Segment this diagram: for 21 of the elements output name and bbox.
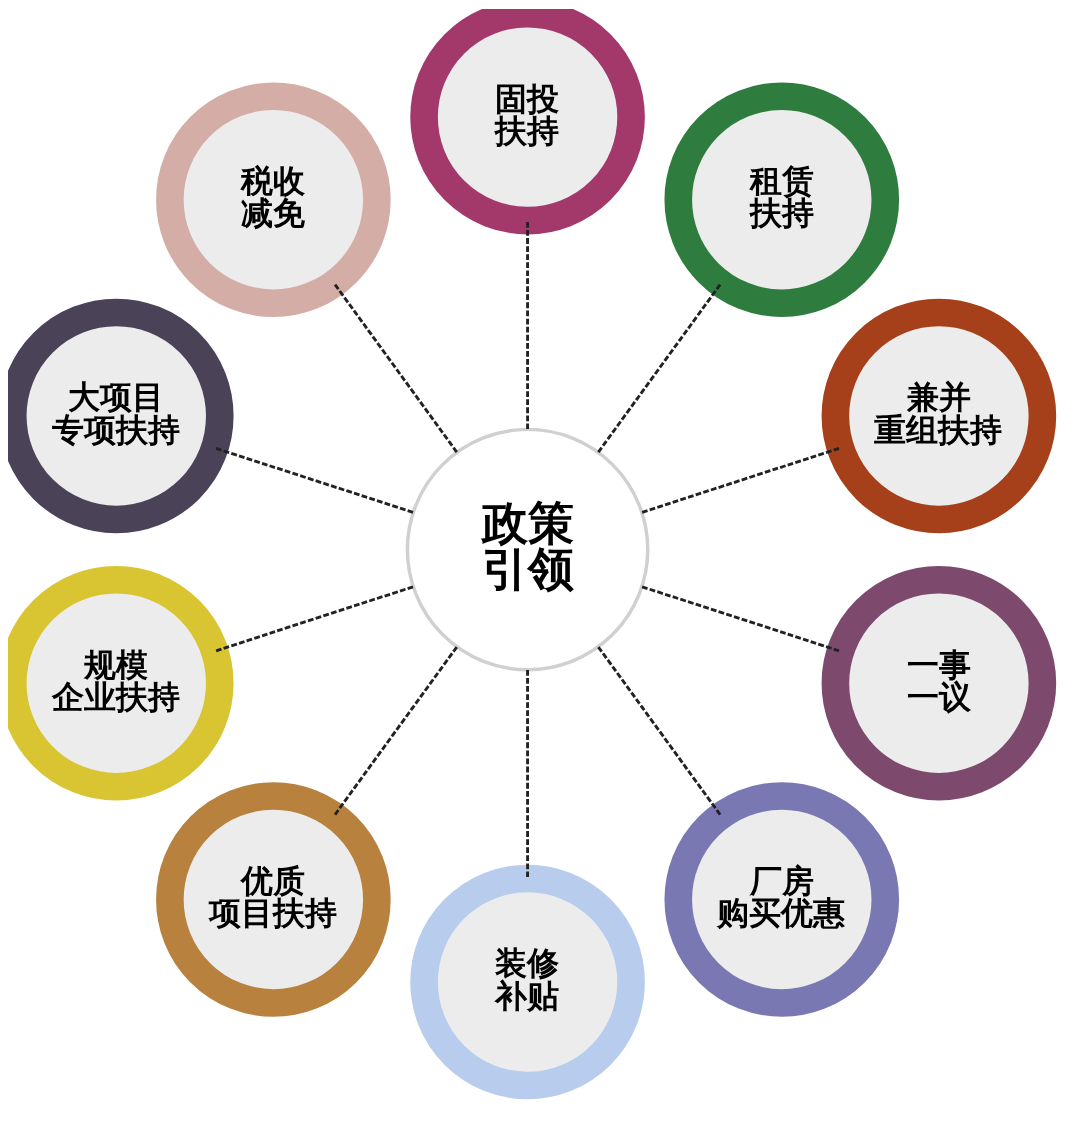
- connector: [641, 446, 841, 514]
- connector: [641, 584, 841, 653]
- node-circle: 装修补贴: [410, 864, 645, 1099]
- node-circle: 固投扶持: [410, 8, 645, 234]
- node-circle: 厂房购买优惠: [664, 781, 900, 1017]
- node-circle: 规模企业扶持: [8, 565, 234, 800]
- node-circle: 大项目专项扶持: [8, 298, 234, 533]
- connector: [526, 220, 529, 429]
- connector: [597, 282, 722, 453]
- connector: [214, 584, 414, 653]
- node-circle: 税收减免: [156, 81, 391, 317]
- connector: [214, 446, 414, 514]
- node-circle: 租赁扶持: [664, 81, 900, 317]
- node-circle: 一事一议: [821, 565, 1057, 800]
- connector: [597, 645, 722, 816]
- connector: [333, 645, 458, 816]
- node-circle: 优质项目扶持: [156, 781, 391, 1017]
- connector: [333, 282, 458, 453]
- node-circle: 兼并重组扶持: [821, 298, 1057, 533]
- node-circle: 政策引领: [405, 427, 650, 671]
- connector: [526, 669, 529, 878]
